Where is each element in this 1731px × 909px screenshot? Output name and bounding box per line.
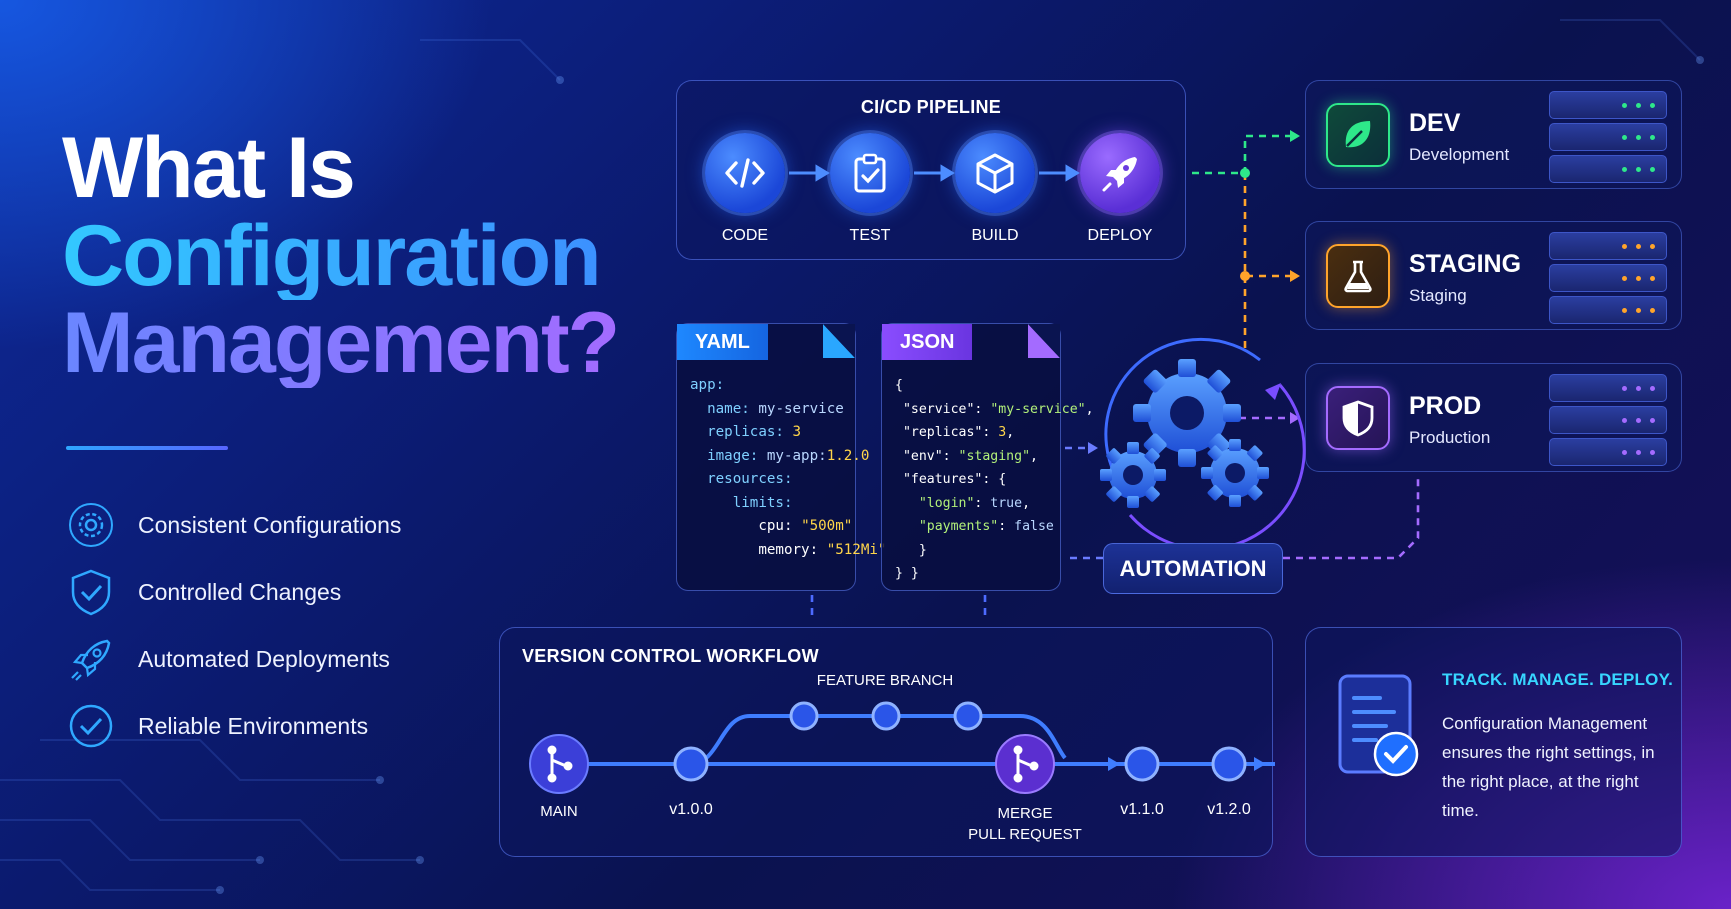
git-merge-icon [1013, 745, 1039, 783]
json-tab: JSON [882, 324, 973, 360]
feature-item: Reliable Environments [66, 701, 368, 751]
shield-check-icon [66, 567, 116, 617]
vc-title: VERSION CONTROL WORKFLOW [522, 646, 819, 666]
page-title: What Is Configuration Management? [62, 120, 620, 392]
folded-corner-icon [1028, 324, 1060, 358]
pipeline-stage-deploy: DEPLOY [1080, 133, 1160, 245]
folded-corner-icon [823, 324, 855, 358]
env-card-prod: PROD Production [1305, 363, 1682, 472]
feature-label: Automated Deployments [138, 645, 390, 672]
yaml-config-card: YAML app: name: my-service replicas: 3 i… [676, 323, 886, 591]
code-icon [705, 133, 785, 213]
check-circle-icon [66, 701, 116, 751]
feature-label: Reliable Environments [138, 712, 369, 739]
pipeline-stage-test: TEST [830, 133, 910, 245]
git-branch-icon [547, 745, 573, 783]
leaf-icon [1326, 103, 1390, 167]
feature-item: Controlled Changes [66, 567, 341, 617]
env-name: PROD [1409, 392, 1482, 420]
version-label: v1.0.0 [669, 801, 713, 818]
yaml-tab: YAML [677, 324, 768, 360]
server-rack-icon [1549, 374, 1667, 470]
version-label: v1.1.0 [1120, 801, 1164, 818]
git-workflow-graph [529, 701, 1275, 794]
merge-label: MERGE PULL REQUEST [968, 805, 1082, 843]
main-branch-label: MAIN [540, 803, 578, 820]
title-underline [66, 446, 228, 450]
json-code: { "service": "my-service", "replicas": 3… [895, 378, 1094, 581]
env-subtitle: Development [1409, 145, 1510, 164]
flask-icon [1326, 244, 1390, 308]
pipeline-title: CI/CD PIPELINE [860, 97, 1002, 117]
pipeline-stage-code: CODE [705, 133, 785, 245]
json-config-card: JSON { "service": "my-service", "replica… [881, 323, 1094, 591]
stage-label: CODE [721, 227, 769, 244]
info-title: TRACK. MANAGE. DEPLOY. [1442, 670, 1674, 689]
cube-icon [955, 133, 1035, 213]
cicd-pipeline-panel: CI/CD PIPELINE CODE TEST BUILD DEPLOY [676, 80, 1186, 260]
feature-item: Consistent Configurations [66, 500, 401, 550]
feature-branch-label: FEATURE BRANCH [816, 672, 954, 689]
clipboard-check-icon [830, 133, 910, 213]
env-card-staging: STAGING Staging [1305, 221, 1682, 330]
stage-label: DEPLOY [1087, 227, 1153, 244]
automation-badge: AUTOMATION [1103, 543, 1283, 594]
automation-gears-icon [1100, 337, 1306, 551]
document-check-icon [1338, 674, 1419, 777]
env-subtitle: Production [1409, 428, 1491, 447]
title-line-3: Management? [62, 295, 620, 392]
env-name: STAGING [1409, 250, 1522, 278]
version-label: v1.2.0 [1207, 801, 1251, 818]
shield-icon [1326, 386, 1390, 450]
env-name: DEV [1409, 109, 1461, 137]
feature-item: Automated Deployments [66, 634, 390, 684]
feature-label: Consistent Configurations [138, 511, 402, 538]
rocket-icon [66, 634, 116, 684]
pipeline-arrows [789, 164, 1080, 182]
server-rack-icon [1549, 91, 1667, 187]
server-rack-icon [1549, 232, 1667, 328]
stage-label: BUILD [971, 227, 1019, 244]
pipeline-stage-build: BUILD [955, 133, 1035, 245]
env-subtitle: Staging [1409, 286, 1467, 305]
yaml-code: app: name: my-service replicas: 3 image:… [690, 377, 887, 558]
version-control-panel: VERSION CONTROL WORKFLOW FEATURE BRANCH … [499, 627, 1275, 857]
feature-label: Controlled Changes [138, 578, 342, 605]
info-text: Configuration Management ensures the rig… [1442, 714, 1655, 820]
title-line-2: Configuration [62, 212, 618, 301]
gear-icon [66, 500, 116, 550]
stage-label: TEST [849, 227, 891, 244]
title-line-1: What Is [62, 120, 356, 216]
rocket-icon [1080, 133, 1160, 213]
env-card-dev: DEV Development [1305, 80, 1682, 189]
info-panel: TRACK. MANAGE. DEPLOY. Configuration Man… [1305, 627, 1682, 857]
